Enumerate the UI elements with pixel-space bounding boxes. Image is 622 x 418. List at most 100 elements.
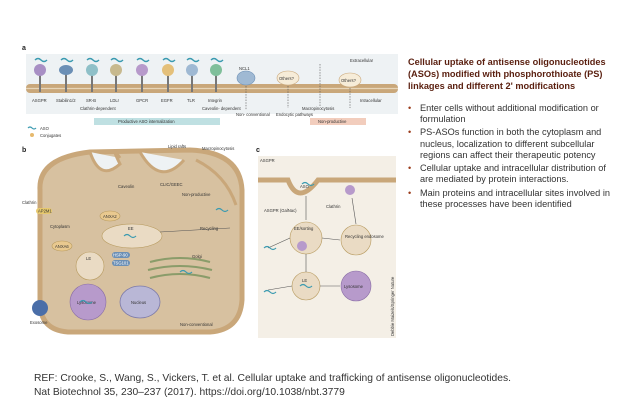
receptor-tlr: TLR [186,64,198,103]
ee-label-b: EE [128,226,134,231]
pathway-arrows-c [267,196,357,291]
lipid-rafts-label: Lipid rafts [168,144,186,149]
asgpr-label-c: ASGPR [260,158,275,163]
receptor-asgpr: ASGPR [32,64,47,103]
bullet-text: Cellular uptake and intracellular distri… [420,163,606,185]
antisense-uptake-figure: a Extracellular Intracellular ASGPR Stab… [22,45,398,338]
svg-text:Others?: Others? [341,78,357,83]
exosome [32,300,48,316]
svg-text:HSP-90: HSP-90 [113,253,128,258]
recycling-label-b: Recycling [200,226,219,231]
non-conventional-label-b: Non-conventional [180,322,213,327]
le-label-c: LE [302,278,307,283]
panel-c-letter: c [256,147,260,154]
bullet-item: • PS-ASOs function in both the cytoplasm … [408,127,618,161]
ncl1-node: NCL1 [236,66,256,86]
early-endosome-b [101,223,163,249]
bullet-dot: • [408,127,412,138]
panel-b-letter: b [22,147,26,154]
bullet-text: Main proteins and intracellular sites in… [420,187,610,209]
lysosome-b [69,283,107,321]
recycling-endosome [340,224,372,256]
le-label-b: LE [86,256,91,261]
svg-text:TLR: TLR [187,98,195,103]
svg-text:ANXA6: ANXA6 [55,244,69,249]
summary-bullet-list: •Enter cells without additional modifica… [408,103,618,211]
lipid-raft-pit [138,151,186,174]
receptor-egfr: EGFR [161,64,174,103]
cytoplasm-label: Cytoplasm [50,224,70,229]
non-conventional-label-a: Non- conventional [236,112,270,117]
panel-a: a Extracellular Intracellular ASGPR Stab… [22,45,398,138]
caveolae-pit [88,150,122,173]
asgpr-galnac-label: ASGPR (GalNac) [264,208,297,213]
macropinocytosis-label-b: Macropinocytosis [202,146,234,151]
svg-text:Others?: Others? [279,76,295,81]
svg-text:ANXA2: ANXA2 [103,214,117,219]
others-node-2: Others? [338,72,362,88]
summary-sidebar: Cellular uptake of antisense oligonucleo… [408,56,618,212]
svg-text:GPCR: GPCR [136,98,148,103]
golgi-label: Golgi [192,254,202,259]
svg-text:ASGPR: ASGPR [32,98,47,103]
aso-strands-a [34,57,224,63]
clathrin-label-b: Clathrin [22,200,37,205]
non-productive-label-b: Non-productive [182,192,211,197]
aso-label-c: ASO [300,184,310,189]
galnac-cargo [297,241,307,251]
bullet-item: •Enter cells without additional modifica… [408,103,618,126]
svg-text:TSG101: TSG101 [113,261,129,266]
bullet-text: PS-ASOs function in both the cytoplasm a… [420,127,602,160]
svg-text:Integrin: Integrin [208,98,223,103]
clathrin-dependent-label: Clathrin-dependent [80,106,116,111]
bullet-dot: • [408,163,412,174]
intracellular-label: Intracellular [360,98,382,103]
summary-title: Cellular uptake of antisense oligonucleo… [408,57,606,92]
bullet-item: • Main proteins and intracellular sites i… [408,188,618,211]
golgi [147,257,213,279]
macropinocytosis-label-a: Macropinocytosis [302,106,334,111]
svg-text:EGFR: EGFR [161,98,173,103]
receptor-integrin: Integrin [208,64,223,103]
nonproductive-bar [310,118,366,125]
aso-strands-c [263,181,315,295]
reference-line-2: Nat Biotechnol 35, 230–237 (2017). https… [34,386,345,398]
ap2m1-box [36,208,52,214]
bullet-dot: • [408,187,412,198]
svg-text:SR-B: SR-B [86,98,96,103]
reference-line-1: REF: Crooke, S., Wang, S., Vickers, T. e… [34,373,511,384]
anxa6-box [51,240,73,252]
clic-geec-label: CLIC/GEEC [160,182,183,187]
ee-sorting-label: EE/sorting [294,226,314,231]
ap2m1-label: AP2M1 [38,209,52,214]
exosome-label: Exosome [30,320,48,325]
extracellular-label: Extracellular [350,58,374,63]
svg-text:Conjugates: Conjugates [40,133,61,138]
reference-citation: REF: Crooke, S., Wang, S., Vickers, T. e… [34,372,594,400]
nonproductive-bar-label: Non-productive [318,119,347,124]
others-node-1: Others? [276,70,300,86]
panel-a-letter: a [22,45,26,52]
panel-c-background [258,156,396,338]
svg-text:LDLr: LDLr [110,98,120,103]
nucleus-b [119,285,161,319]
bullet-dot: • [408,102,412,113]
receptor-gpcr: GPCR [136,64,148,103]
tsg101-box [112,260,130,266]
receptor-stabilin: Stabilin1/2 [56,65,76,103]
endocytic-pathways-label: Endocytic pathways [276,112,313,117]
anxa2-top [99,210,121,222]
image-credit: Debbie Maizels/Springer Nature [390,276,395,336]
plasma-membrane-c [258,177,396,196]
macropinocytic-cup [195,158,238,206]
productive-bar-label: Productive ASO internalization [118,119,175,124]
recycling-arrow [159,227,231,233]
bullet-item: • Cellular uptake and intracellular distr… [408,163,618,186]
panel-c: c ASGPR ASO ASGPR (GalNac) Clathrin EE/s… [256,147,396,338]
lysosome-label-c: Lysosome [344,284,364,289]
caveolin-dependent-label: Caveolin- dependent [202,106,241,111]
caveolin-label-b: Caveolin [118,184,135,189]
svg-text:ASO: ASO [40,126,50,131]
productive-bar [94,118,220,125]
legend-a: ASO Conjugates [27,126,61,138]
